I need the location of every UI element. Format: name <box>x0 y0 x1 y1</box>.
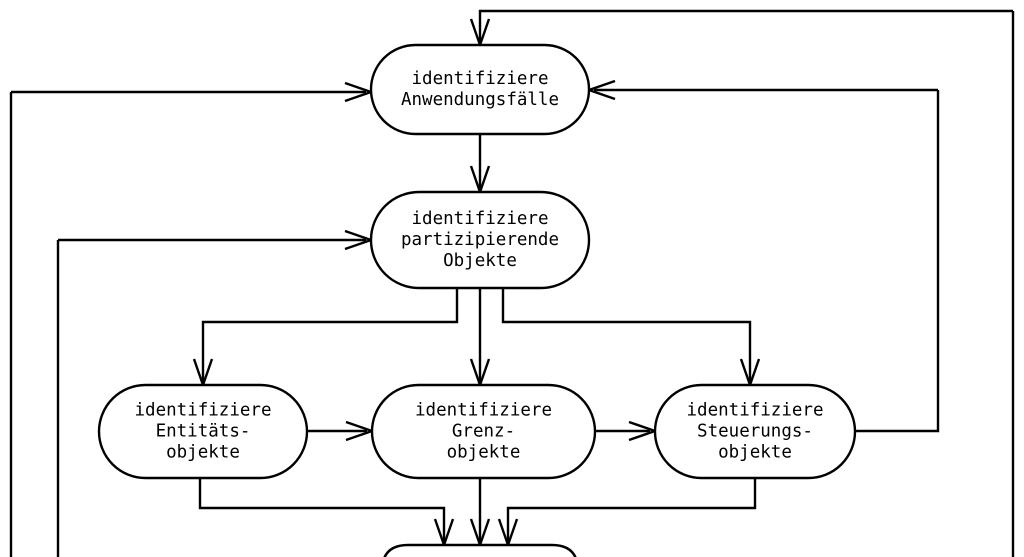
node-label-line: Steuerungs- <box>697 422 813 442</box>
edge-grenz-to-bottom <box>469 478 491 549</box>
node-shape <box>383 543 577 557</box>
node-label-line: Entitäts- <box>156 422 251 442</box>
edge-anwendungsfaelle-to-partizipierende <box>469 134 491 196</box>
node-label-line: objekte <box>447 443 521 463</box>
node-shape <box>369 190 591 290</box>
node-label-line: partizipierende <box>401 230 559 250</box>
edge-entitaets-to-bottom-line <box>198 478 446 542</box>
node-label-line: Anwendungsfälle <box>401 90 559 110</box>
node-label-line: identifiziere <box>412 209 549 229</box>
node-label-line: Grenz- <box>452 422 515 442</box>
edge-left-feedback-to-partizipierende <box>58 229 375 251</box>
edge-partizipierende-to-grenz <box>469 288 491 389</box>
edge-entitaets-to-bottom <box>198 478 455 549</box>
edge-steuerungs-to-bottom-line <box>506 478 757 542</box>
node-shape <box>369 43 591 136</box>
node-shape <box>370 383 597 480</box>
edge-grenz-to-steuerungs <box>595 420 659 442</box>
edge-partizipierende-to-entitaets <box>192 288 459 389</box>
edge-left-feedback-to-anwendungsfaelle <box>11 81 375 103</box>
edge-entitaets-to-grenz <box>307 420 376 442</box>
edges-layer <box>9 9 1015 557</box>
edge-partizipierende-to-entitaets-line <box>201 288 459 382</box>
node-label-line: objekte <box>718 443 792 463</box>
edge-top-return-to-anwendungsfaelle <box>469 9 1013 49</box>
node-label-line: identifiziere <box>415 401 552 421</box>
edge-top-return-to-anwendungsfaelle-line <box>478 9 1013 42</box>
edge-steuerungs-to-right-bus-line <box>855 90 940 433</box>
edge-partizipierende-to-steuerungs-line <box>501 288 752 382</box>
node-label-line: identifiziere <box>412 69 549 89</box>
node-bottom-node-partial[interactable] <box>382 543 578 557</box>
node-shape <box>653 383 857 480</box>
edge-right-feedback-to-anwendungsfaelle <box>585 79 938 101</box>
edge-steuerungs-to-right-bus <box>855 90 940 433</box>
node-shape <box>97 383 309 480</box>
node-label-line: objekte <box>166 443 240 463</box>
edge-partizipierende-to-steuerungs <box>501 288 761 389</box>
node-label-line: identifiziere <box>687 401 824 421</box>
node-label-line: Objekte <box>443 251 517 271</box>
edge-steuerungs-to-bottom <box>497 478 757 549</box>
node-label-line: identifiziere <box>135 401 272 421</box>
